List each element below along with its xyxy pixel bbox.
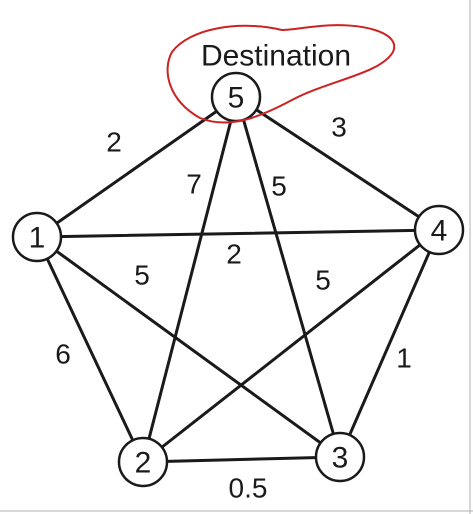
weight-2-3: 0.5: [229, 473, 268, 504]
weights-layer: 2 3 7 5 2 5 5 6 1 0.5: [55, 112, 412, 504]
edge-1-4: [35, 228, 441, 239]
weight-5-3: 5: [271, 171, 287, 202]
edges-layer: [35, 95, 441, 464]
weight-1-3: 5: [134, 260, 150, 291]
node-4-circle: [413, 204, 465, 256]
weight-5-1: 2: [106, 127, 122, 158]
node-1-label: 1: [29, 222, 46, 255]
edge-5-2: [141, 95, 239, 464]
edge-1-2: [35, 235, 145, 464]
edge-4-3: [338, 228, 441, 459]
weight-1-2: 6: [55, 339, 71, 370]
node-3-circle: [314, 431, 366, 483]
node-4: 4: [413, 204, 465, 256]
node-1-circle: [11, 211, 63, 263]
node-4-label: 4: [431, 215, 448, 248]
node-3-label: 3: [332, 442, 349, 475]
weight-5-4: 3: [331, 112, 347, 143]
weight-5-2: 7: [186, 169, 202, 200]
destination-annotation: Destination: [166, 24, 396, 124]
edge-2-3: [141, 455, 342, 464]
edge-5-4: [235, 95, 441, 232]
edge-1-3: [35, 235, 342, 459]
node-2-label: 2: [135, 447, 152, 480]
node-5: 5: [210, 71, 262, 123]
edge-5-3: [235, 95, 342, 459]
weight-4-2: 5: [315, 265, 331, 296]
node-2-circle: [117, 436, 169, 488]
weight-4-3: 1: [396, 343, 412, 374]
node-3: 3: [314, 431, 366, 483]
nodes-layer: 1 2 3 4 5: [11, 71, 465, 488]
node-2: 2: [117, 436, 169, 488]
edge-4-2: [141, 228, 441, 464]
node-1: 1: [11, 211, 63, 263]
destination-highlight-loop: [166, 24, 396, 124]
node-5-label: 5: [228, 82, 245, 115]
weight-1-4: 2: [226, 239, 242, 270]
destination-label: Destination: [201, 40, 351, 73]
